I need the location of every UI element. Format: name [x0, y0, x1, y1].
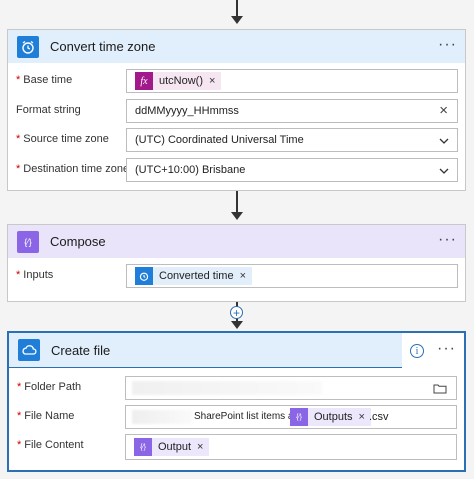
more-options-icon[interactable]: ··· — [438, 231, 457, 248]
file-content-label: *File Content — [17, 439, 84, 451]
chevron-down-icon[interactable] — [439, 166, 449, 176]
flow-connector-top — [236, 0, 238, 18]
remove-token-icon[interactable]: × — [358, 411, 365, 423]
source-time-zone-value: (UTC) Coordinated Universal Time — [135, 134, 304, 146]
utcnow-token-label: utcNow() — [159, 75, 204, 87]
add-step-button[interactable]: + — [230, 306, 243, 319]
format-string-row: Format string ddMMyyyy_HHmmss × — [8, 99, 465, 123]
flow-arrow-top — [231, 16, 243, 24]
redacted-file-name — [132, 410, 192, 424]
create-file-header[interactable]: Create file — [9, 333, 402, 368]
format-string-value: ddMMyyyy_HHmmss — [135, 105, 239, 117]
converted-time-token-label: Converted time — [159, 270, 234, 282]
clear-icon[interactable]: × — [439, 102, 448, 119]
compose-icon: {⁄} — [290, 408, 308, 426]
create-file-card: Create file i ··· *Folder Path *File Nam… — [7, 331, 466, 472]
file-name-suffix: .csv — [369, 411, 389, 423]
folder-path-input[interactable] — [125, 376, 457, 400]
flow-arrow — [231, 212, 243, 220]
format-string-input[interactable]: ddMMyyyy_HHmmss × — [126, 99, 458, 123]
folder-path-row: *Folder Path — [9, 376, 464, 400]
source-time-zone-label: *Source time zone — [16, 133, 109, 145]
remove-token-icon[interactable]: × — [197, 441, 204, 453]
redacted-folder-path — [132, 381, 322, 395]
file-content-input[interactable]: {⁄} Output × — [125, 434, 457, 460]
more-options-icon[interactable]: ··· — [437, 340, 456, 357]
remove-token-icon[interactable]: × — [209, 75, 216, 87]
file-content-row: *File Content {⁄} Output × — [9, 434, 464, 460]
file-name-input[interactable]: SharePoint list items at {⁄} Outputs × .… — [125, 405, 457, 429]
convert-time-zone-header[interactable]: Convert time zone ··· — [8, 30, 465, 63]
create-file-title: Create file — [51, 342, 111, 358]
inputs-field[interactable]: Converted time × — [126, 264, 458, 288]
flow-connector — [236, 191, 238, 214]
folder-path-label: *Folder Path — [17, 381, 82, 393]
file-name-label: *File Name — [17, 410, 75, 422]
output-token[interactable]: {⁄} Output × — [134, 438, 210, 456]
outputs-token[interactable]: {⁄} Outputs × — [290, 408, 371, 426]
format-string-label: Format string — [16, 104, 81, 116]
more-options-icon[interactable]: ··· — [438, 36, 457, 53]
compose-card: {⁄} Compose ··· *Inputs Converted time × — [7, 224, 466, 302]
source-time-zone-row: *Source time zone (UTC) Coordinated Univ… — [8, 128, 465, 152]
utcnow-token[interactable]: fx utcNow() × — [135, 72, 222, 90]
base-time-field[interactable]: fx utcNow() × — [126, 69, 458, 93]
compose-title: Compose — [50, 234, 106, 249]
convert-time-zone-title: Convert time zone — [50, 39, 156, 54]
destination-time-zone-select[interactable]: (UTC+10:00) Brisbane — [126, 158, 458, 182]
outputs-token-label: Outputs — [314, 411, 353, 423]
inputs-row: *Inputs Converted time × — [8, 264, 465, 288]
destination-time-zone-label: *Destination time zone — [16, 163, 130, 175]
compose-icon: {⁄} — [134, 438, 152, 456]
compose-icon: {⁄} — [17, 230, 39, 253]
alarm-clock-icon — [17, 35, 39, 58]
flow-arrow — [231, 321, 243, 329]
converted-time-token[interactable]: Converted time × — [135, 267, 253, 285]
compose-header[interactable]: {⁄} Compose ··· — [8, 225, 465, 258]
info-icon[interactable]: i — [410, 344, 424, 358]
destination-time-zone-row: *Destination time zone (UTC+10:00) Brisb… — [8, 158, 465, 182]
file-name-prefix: SharePoint list items at — [194, 411, 297, 422]
expression-icon: fx — [135, 72, 153, 90]
destination-time-zone-value: (UTC+10:00) Brisbane — [135, 164, 246, 176]
folder-icon[interactable] — [433, 383, 447, 394]
convert-time-zone-card: Convert time zone ··· *Base time fx utcN… — [7, 29, 466, 191]
chevron-down-icon[interactable] — [439, 136, 449, 146]
base-time-row: *Base time fx utcNow() × — [8, 69, 465, 93]
output-token-label: Output — [158, 441, 192, 453]
onedrive-cloud-icon — [18, 339, 40, 361]
inputs-label: *Inputs — [16, 269, 54, 281]
alarm-clock-icon — [135, 267, 153, 285]
remove-token-icon[interactable]: × — [239, 270, 247, 282]
file-name-row: *File Name SharePoint list items at {⁄} … — [9, 405, 464, 429]
base-time-label: *Base time — [16, 74, 73, 86]
source-time-zone-select[interactable]: (UTC) Coordinated Universal Time — [126, 128, 458, 152]
